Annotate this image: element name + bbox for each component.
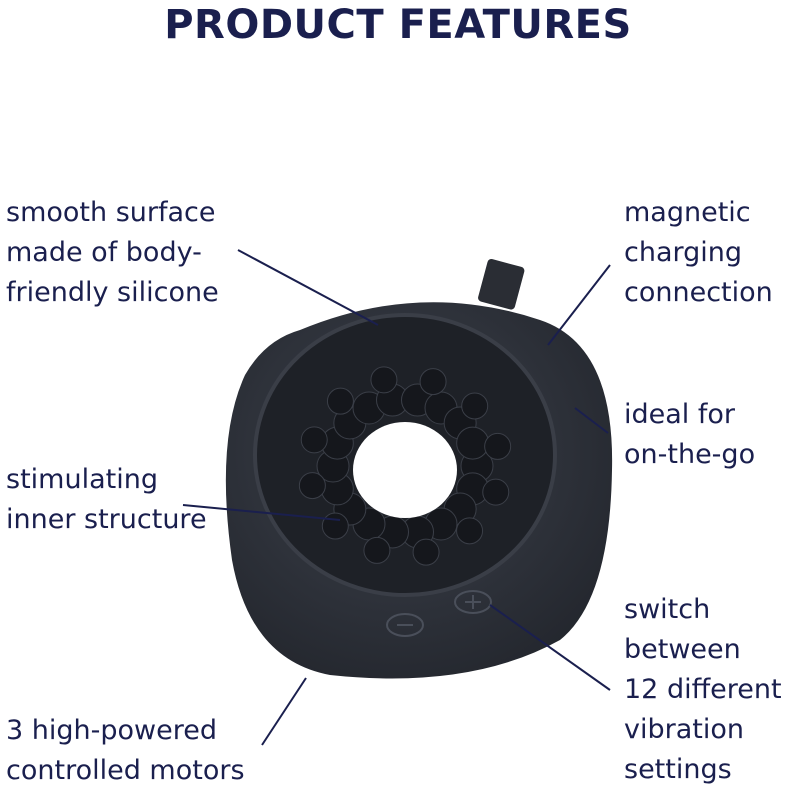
- leader-line-settings: [489, 604, 611, 691]
- feature-settings: switch between 12 different vibration se…: [624, 590, 782, 790]
- feature-portable: ideal for on-the-go: [624, 395, 755, 475]
- feature-line: inner structure: [6, 504, 207, 535]
- bead: [484, 432, 512, 460]
- bead: [363, 536, 391, 564]
- bead: [461, 392, 489, 420]
- feature-line: made of body-: [6, 237, 202, 268]
- plus-button[interactable]: [454, 590, 492, 614]
- inner-beads: [298, 366, 512, 566]
- bead: [300, 426, 328, 454]
- feature-line: 3 high-powered: [6, 715, 217, 746]
- minus-button[interactable]: [386, 613, 424, 637]
- feature-line: between: [624, 634, 741, 665]
- bead: [326, 387, 354, 415]
- feature-line: smooth surface: [6, 197, 216, 228]
- feature-line: stimulating: [6, 464, 158, 495]
- feature-motors: 3 high-powered controlled motors: [6, 711, 245, 791]
- leader-line-charging: [547, 264, 611, 346]
- feature-surface: smooth surface made of body- friendly si…: [6, 193, 219, 313]
- feature-line: friendly silicone: [6, 277, 219, 308]
- leader-line-structure: [182, 504, 341, 521]
- feature-line: controlled motors: [6, 755, 245, 786]
- bead: [456, 517, 484, 545]
- bead: [370, 366, 398, 394]
- charging-tab: [478, 259, 525, 310]
- leader-line-portable: [574, 407, 609, 434]
- leader-lines: [182, 249, 611, 746]
- feature-charging: magnetic charging connection: [624, 193, 773, 313]
- bead: [419, 368, 447, 396]
- center-hole: [353, 422, 457, 518]
- leader-line-motors: [261, 677, 307, 746]
- feature-line: magnetic: [624, 197, 751, 228]
- feature-line: settings: [624, 754, 732, 785]
- feature-line: on-the-go: [624, 439, 756, 470]
- feature-line: ideal for: [624, 399, 736, 430]
- bead: [482, 478, 510, 506]
- page-title: PRODUCT FEATURES: [164, 2, 632, 48]
- feature-line: vibration: [624, 714, 744, 745]
- leader-line-surface: [237, 249, 379, 326]
- feature-line: switch: [624, 594, 711, 625]
- bead: [321, 512, 349, 540]
- feature-structure: stimulating inner structure: [6, 460, 207, 540]
- feature-line: 12 different: [624, 674, 782, 705]
- feature-line: charging: [624, 237, 743, 268]
- feature-line: connection: [624, 277, 773, 308]
- bead: [412, 538, 440, 566]
- bead: [298, 472, 326, 500]
- bead: [456, 426, 490, 460]
